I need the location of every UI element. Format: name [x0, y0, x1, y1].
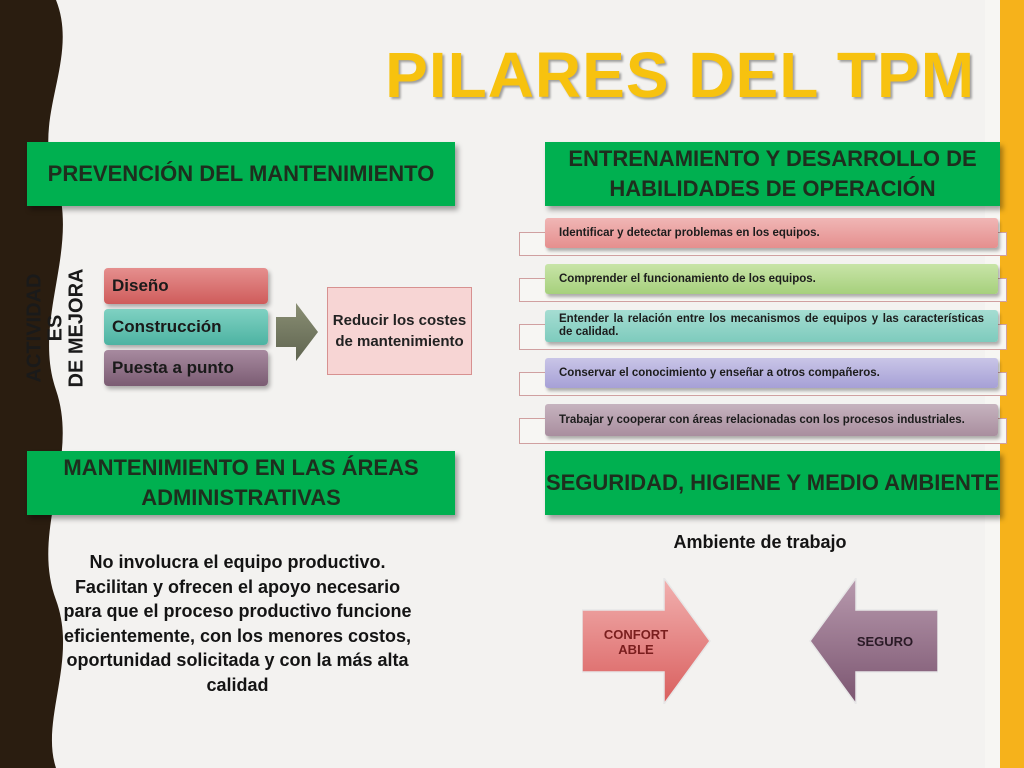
vertical-label-line-1: ACTIVIDAD [23, 273, 46, 383]
list-item: Comprender el funcionamiento de los equi… [545, 264, 998, 294]
result-reducir-costes: Reducir los costes de mantenimiento [327, 287, 472, 375]
heading-seguridad: SEGURIDAD, HIGIENE Y MEDIO AMBIENTE [545, 451, 1000, 515]
activity-puesta-a-punto: Puesta a punto [104, 350, 268, 386]
confortable-arrow-icon [582, 578, 711, 704]
list-item: Identificar y detectar problemas en los … [545, 218, 998, 248]
seguro-arrow-icon [809, 578, 938, 704]
list-item: Trabajar y cooperar con áreas relacionad… [545, 404, 998, 436]
page-title: PILARES DEL TPM [385, 39, 975, 111]
list-item: Conservar el conocimiento y enseñar a ot… [545, 358, 998, 388]
vertical-label-line-3: DE MEJORA [65, 268, 88, 388]
confortable-label-line-1: CONFORT [603, 627, 669, 642]
activity-construccion: Construcción [104, 309, 268, 345]
heading-prevencion: PREVENCIÓN DEL MANTENIMIENTO [27, 142, 455, 206]
vertical-label-line-2: ES [44, 314, 67, 342]
heading-administrativas: MANTENIMIENTO EN LAS ÁREAS ADMINISTRATIV… [27, 451, 455, 515]
actividades-de-mejora-label: ACTIVIDAD ES DE MEJORA [18, 253, 94, 403]
right-arrow-icon [276, 303, 318, 361]
heading-entrenamiento: ENTRENAMIENTO Y DESARROLLO DE HABILIDADE… [545, 142, 1000, 206]
seguro-label: SEGURO [856, 634, 914, 649]
confortable-label-line-2: ABLE [618, 642, 654, 657]
ambiente-de-trabajo-label: Ambiente de trabajo [673, 532, 847, 552]
administrativas-description: No involucra el equipo productivo. Facil… [63, 552, 412, 695]
activity-diseno: Diseño [104, 268, 268, 304]
list-item: Entender la relación entre los mecanismo… [545, 310, 998, 342]
confortable-label: CONFORT ABLE [588, 627, 684, 657]
